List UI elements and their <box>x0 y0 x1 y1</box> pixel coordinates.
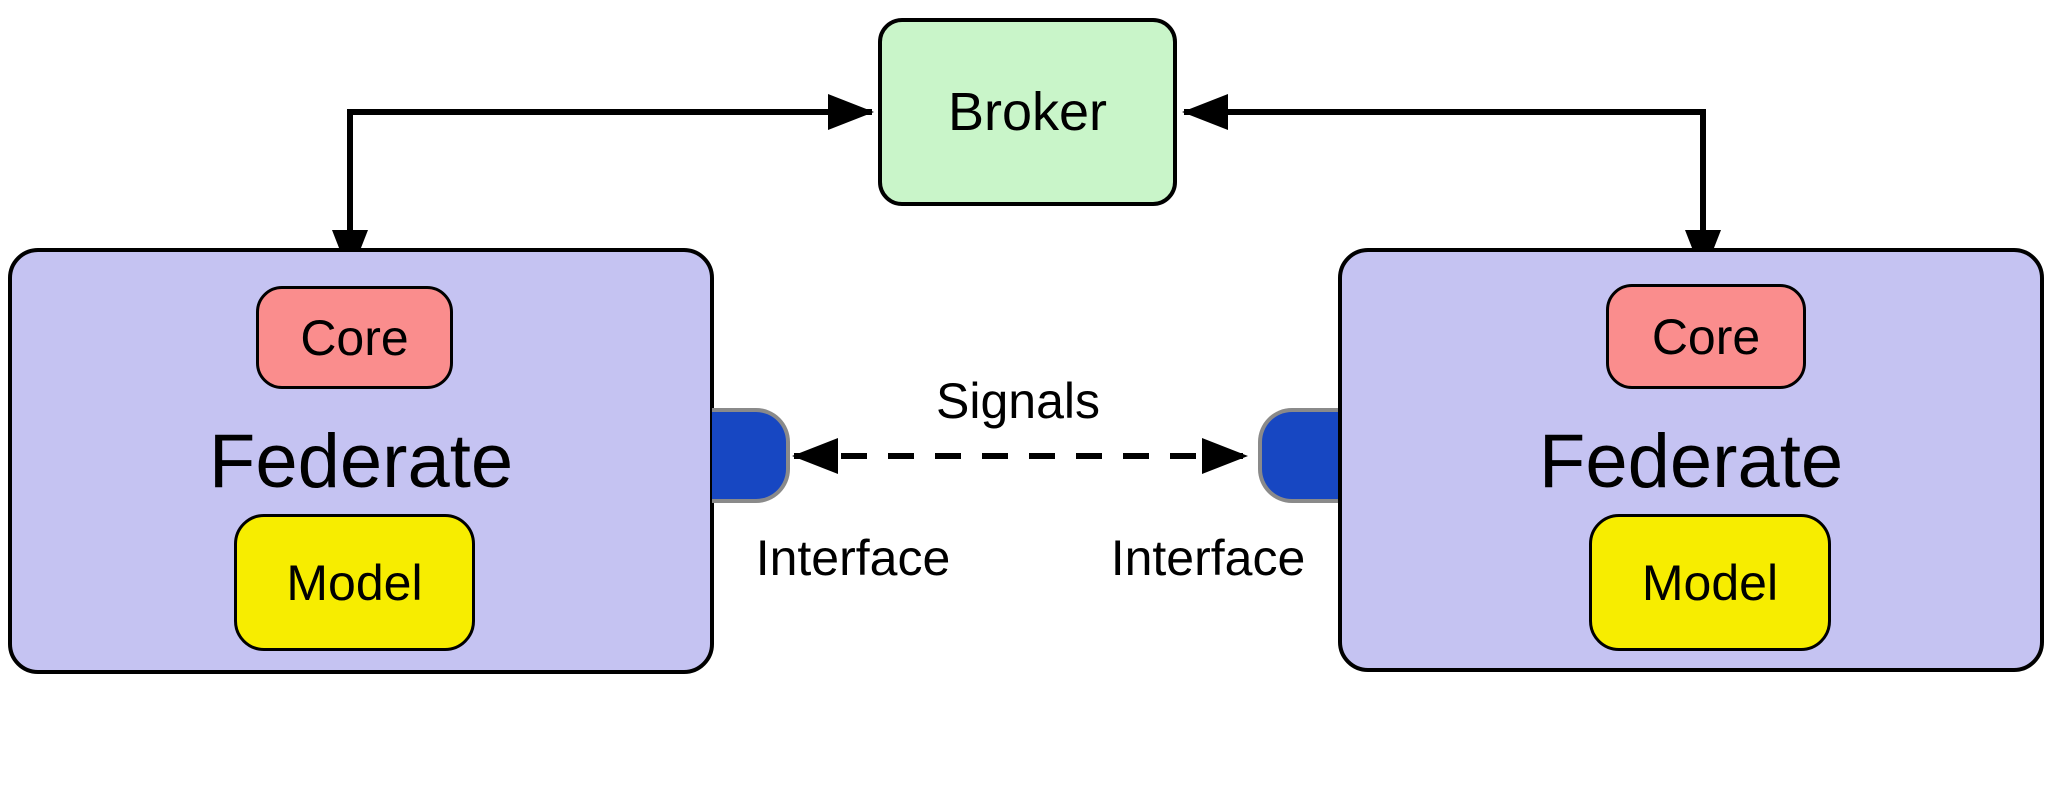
right-core-broker-connector <box>1182 94 1721 276</box>
left-core-broker-connector <box>332 94 874 276</box>
core-label-right: Core <box>1651 308 1761 365</box>
broker-label: Broker <box>947 82 1108 142</box>
federate-label-left: Federate <box>208 419 514 504</box>
federate-box-left: Core Federate Model <box>8 248 714 674</box>
core-label-left: Core <box>300 309 409 366</box>
model-box-right: Model <box>1589 514 1831 651</box>
interface-label-right: Interface <box>1110 530 1306 586</box>
signals-label: Signals <box>936 373 1100 429</box>
interface-tab-right <box>1258 408 1338 503</box>
model-label-right: Model <box>1641 554 1779 611</box>
broker-box: Broker <box>878 18 1177 206</box>
interface-label-left: Interface <box>755 530 951 586</box>
core-box-right: Core <box>1606 284 1806 389</box>
core-box-left: Core <box>256 286 453 389</box>
interface-tab-left <box>712 408 790 503</box>
model-label-left: Model <box>286 554 423 611</box>
model-box-left: Model <box>234 514 475 651</box>
federate-label-right: Federate <box>1538 419 1844 504</box>
federate-box-right: Core Federate Model <box>1338 248 2044 672</box>
